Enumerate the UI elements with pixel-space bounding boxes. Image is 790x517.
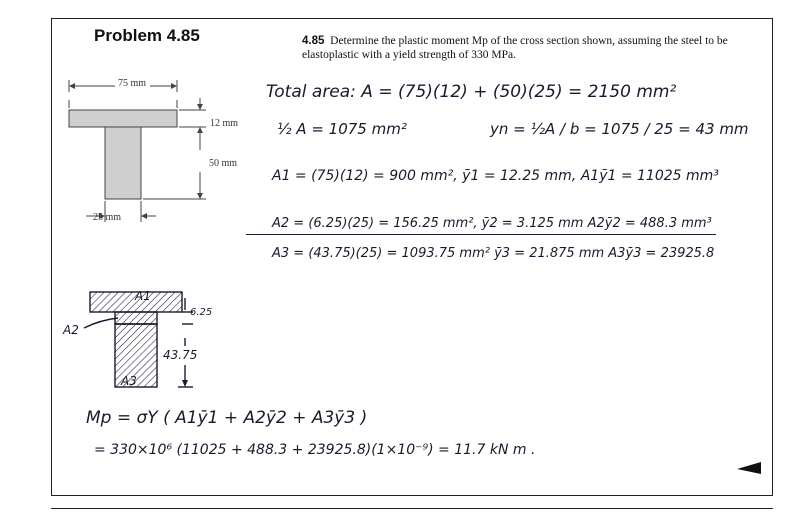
solution-underline bbox=[246, 234, 716, 235]
dim-web-height: 50 mm bbox=[209, 158, 238, 169]
solution-line-a3: A3 = (43.75)(25) = 1093.75 mm² ȳ3 = 21.8… bbox=[272, 246, 715, 261]
solution-line-a1: A1 = (75)(12) = 900 mm², ȳ1 = 12.25 mm, … bbox=[272, 168, 719, 184]
problem-text: Determine the plastic moment Mp of the c… bbox=[302, 35, 728, 61]
hand-sketch bbox=[83, 291, 193, 388]
sketch-label-a3: A3 bbox=[121, 374, 137, 388]
sketch-label-a2: A2 bbox=[63, 323, 79, 337]
solution-line-mp-result: = 330×10⁶ (11025 + 488.3 + 23925.8)(1×10… bbox=[94, 442, 536, 458]
problem-number: 4.85 bbox=[302, 35, 325, 47]
solution-line-neutral-axis: yn = ½A / b = 1075 / 25 = 43 mm bbox=[490, 120, 749, 138]
dim-web-width: 25 mm bbox=[93, 212, 122, 223]
solution-line-mp-formula: Mp = σY ( A1ȳ1 + A2ȳ2 + A3ȳ3 ) bbox=[86, 408, 368, 428]
sketch-label-a1: A1 bbox=[135, 289, 151, 303]
t-section-figure bbox=[68, 80, 206, 222]
solution-line-a2: A2 = (6.25)(25) = 156.25 mm², ȳ2 = 3.125… bbox=[272, 216, 712, 231]
page-frame bbox=[51, 18, 773, 496]
problem-statement: 4.85 Determine the plastic moment Mp of … bbox=[302, 34, 764, 62]
solution-line-total-area: Total area: A = (75)(12) + (50)(25) = 21… bbox=[266, 82, 677, 102]
dim-flange-width: 75 mm bbox=[118, 78, 147, 89]
arrow-left-icon[interactable] bbox=[737, 462, 761, 474]
dim-flange-thickness: 12 mm bbox=[210, 118, 239, 129]
problem-title: Problem 4.85 bbox=[94, 26, 200, 45]
sketch-dim-a3: 43.75 bbox=[163, 348, 198, 362]
solution-line-half-area: ½ A = 1075 mm² bbox=[277, 120, 407, 138]
bottom-rule bbox=[51, 508, 773, 509]
sketch-dim-a2: 6.25 bbox=[190, 307, 213, 318]
